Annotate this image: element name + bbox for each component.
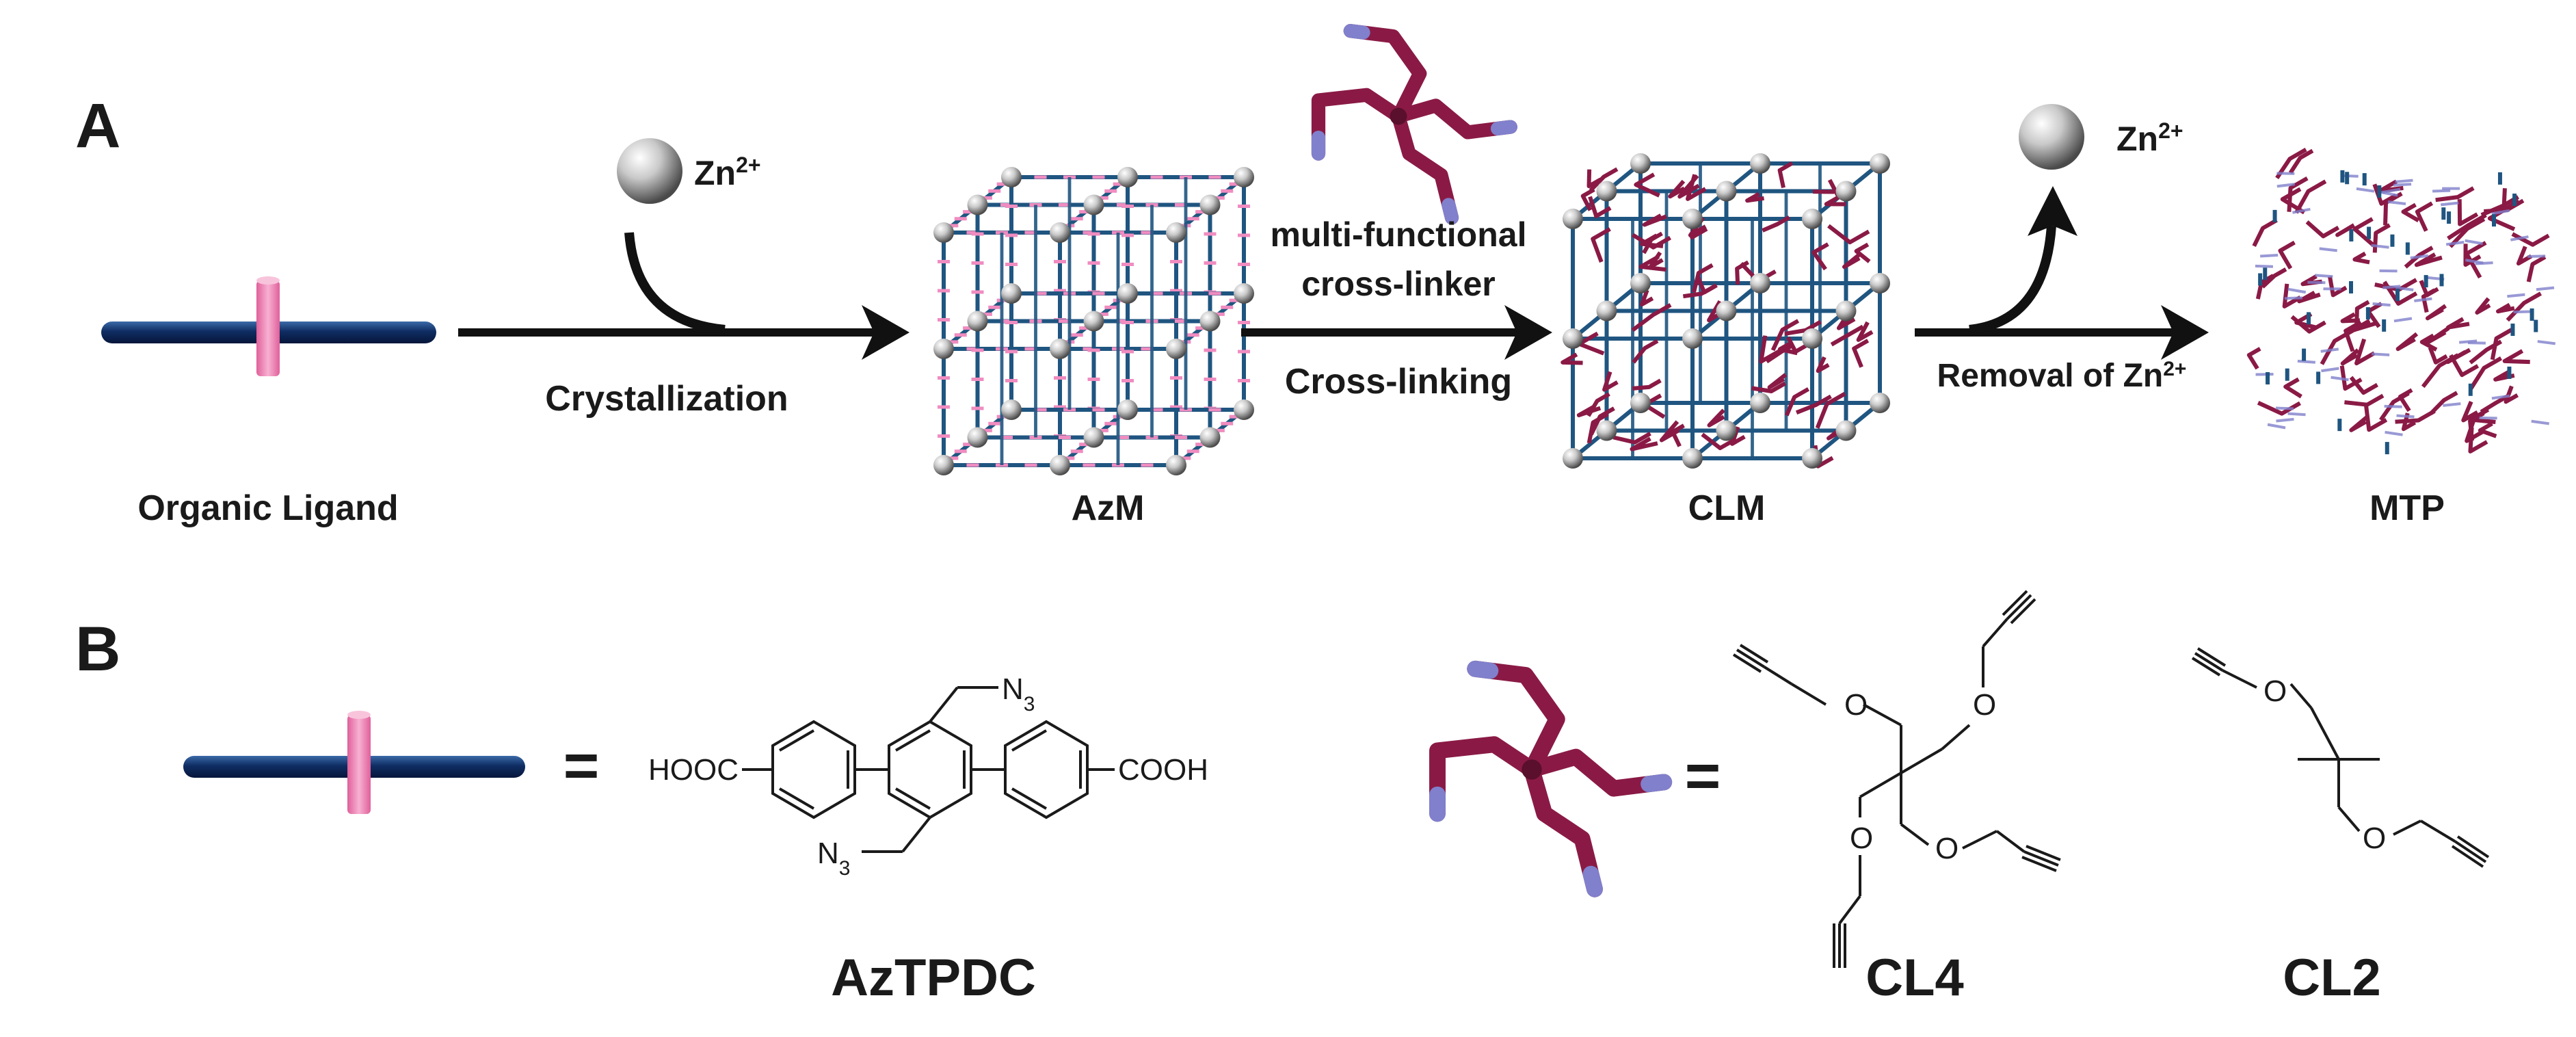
crystallization-label: Crystallization [545, 379, 788, 419]
cl2-oxygen-1: O [2263, 674, 2287, 708]
removal-arrow [1915, 186, 2209, 360]
cl4-oxygen-2: O [1973, 688, 1996, 722]
zn-released-icon [2019, 104, 2084, 170]
cl4-label: CL4 [1865, 949, 1964, 1007]
panel-a-letter: A [75, 91, 120, 161]
panel-b-letter: B [75, 614, 120, 684]
ligand-rod-icon [183, 711, 525, 814]
crosslinking-arrow [1241, 305, 1552, 360]
cooh-group: COOH [1118, 753, 1208, 787]
crystallization-arrow [458, 305, 909, 360]
crosslinking-label: Cross-linking [1285, 362, 1512, 402]
cl4-oxygen-4: O [1935, 832, 1958, 865]
crosslinker-icon-b [1429, 660, 1673, 897]
cl4-structure [1732, 590, 2061, 968]
azm-framework-icon [933, 167, 1254, 475]
clm-label: CLM [1688, 488, 1766, 528]
organic-ligand-icon [101, 276, 436, 376]
zn-incoming-curve [624, 232, 726, 334]
mtp-polymer-icon [2246, 148, 2556, 455]
equals-sign-ligand: = [563, 732, 600, 800]
azm-label: AzM [1072, 488, 1145, 528]
multifunctional-label: multi-functional [1271, 215, 1527, 254]
cl4-oxygen-3: O [1850, 822, 1873, 855]
cl2-structure [2191, 647, 2490, 868]
equals-sign-crosslinker: = [1685, 742, 1721, 811]
organic-ligand-label: Organic Ligand [137, 488, 398, 528]
cl2-oxygen-2: O [2363, 822, 2386, 855]
crosslinker-icon [1311, 24, 1517, 225]
aztpdc-structure [742, 686, 1115, 853]
mtp-label: MTP [2369, 488, 2445, 528]
hooc-group: HOOC [648, 753, 739, 787]
azide-top: N3 [1002, 672, 1035, 716]
crosslinker-label: cross-linker [1301, 265, 1495, 303]
zn-ion-icon [617, 138, 682, 204]
cl2-label: CL2 [2283, 949, 2381, 1007]
zn-ion-label: Zn2+ [694, 153, 761, 192]
removal-label: Removal of Zn2+ [1937, 358, 2187, 395]
cl4-oxygen-1: O [1844, 688, 1868, 722]
azide-bottom: N3 [817, 837, 850, 880]
clm-framework-icon [1561, 153, 1890, 469]
aztpdc-label: AzTPDC [831, 949, 1036, 1007]
zn-released-label: Zn2+ [2116, 118, 2183, 158]
